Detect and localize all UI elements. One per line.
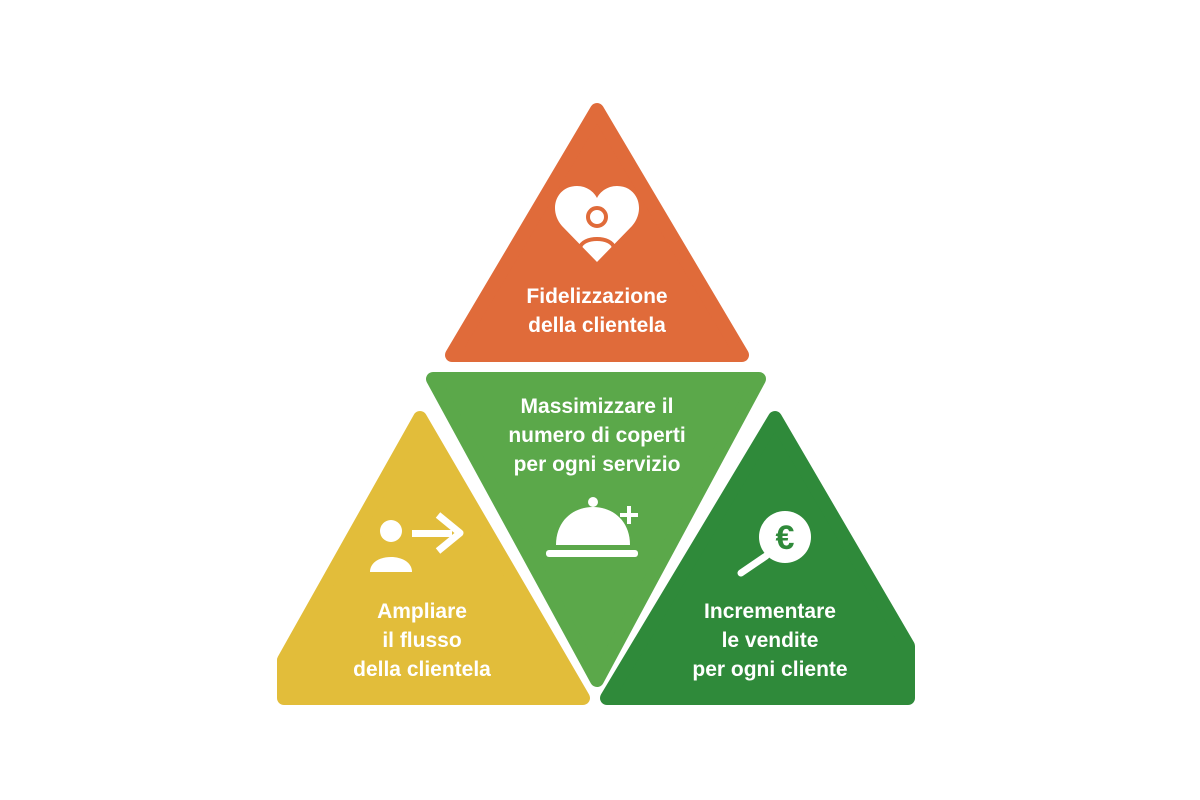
right-label: Incrementare le vendite per ogni cliente bbox=[620, 597, 920, 684]
label-line: Ampliare bbox=[377, 600, 467, 623]
top-label: Fidelizzazione della clientela bbox=[447, 282, 747, 340]
label-line: per ogni servizio bbox=[513, 453, 681, 476]
heart-person-icon bbox=[554, 186, 640, 262]
label-line: Massimizzare il bbox=[520, 395, 674, 418]
label-line: il flusso bbox=[382, 629, 462, 652]
person-arrow-icon bbox=[370, 512, 464, 572]
label-line: Fidelizzazione bbox=[526, 285, 668, 308]
euro-magnifier-icon: € bbox=[737, 511, 811, 577]
left-triangle bbox=[277, 411, 590, 705]
center-label: Massimizzare il numero di coperti per og… bbox=[447, 392, 747, 479]
label-line: Incrementare bbox=[704, 600, 836, 623]
label-line: per ogni cliente bbox=[692, 658, 848, 681]
label-line: della clientela bbox=[528, 314, 666, 337]
label-line: le vendite bbox=[721, 629, 819, 652]
left-label: Ampliare il flusso della clientela bbox=[272, 597, 572, 684]
cloche-plus-icon bbox=[546, 497, 638, 557]
label-line: numero di coperti bbox=[508, 424, 686, 447]
label-line: della clientela bbox=[353, 658, 491, 681]
svg-text:€: € bbox=[776, 519, 795, 557]
